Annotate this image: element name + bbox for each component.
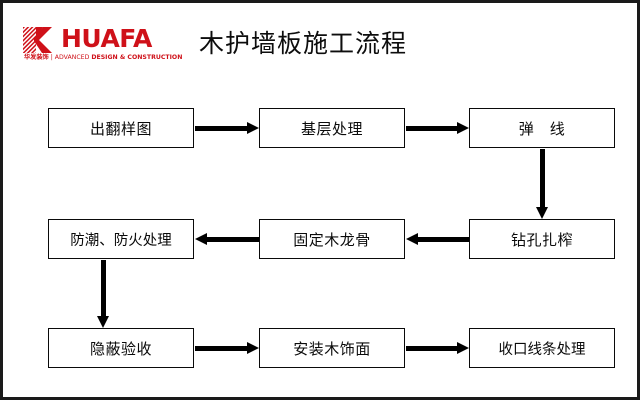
edge-shaft (206, 236, 259, 242)
logo-tagline-en-light: ADVANCED (54, 54, 92, 61)
page-title: 木护墙板施工流程 (199, 29, 408, 58)
arrowhead-right (457, 121, 469, 134)
flow-node-tanxian[interactable]: 弹 线 (469, 108, 615, 148)
flow-node-yinbi-yanshou[interactable]: 隐蔽验收 (48, 328, 194, 368)
huafa-k-logo-icon (23, 27, 53, 53)
edge-shaft (195, 345, 247, 351)
slide-inner-surface: HUAFA 华发装饰 | ADVANCED DESIGN & CONSTRUCT… (3, 3, 637, 397)
logo-tagline: 华发装饰 | ADVANCED DESIGN & CONSTRUCTION (24, 54, 196, 62)
logo-tagline-separator: | (48, 54, 55, 61)
edge-shaft (100, 260, 106, 316)
flow-node-chufanyangtu[interactable]: 出翻样图 (48, 108, 194, 148)
arrowhead-right (457, 341, 469, 354)
edge-shaft (417, 236, 469, 242)
flow-node-guding-mulonggu[interactable]: 固定木龙骨 (259, 219, 405, 259)
flow-node-jiceng-chuli[interactable]: 基层处理 (259, 108, 405, 148)
logo-wordmark: HUAFA (61, 24, 152, 53)
arrowhead-right (247, 121, 259, 134)
edge-shaft (195, 125, 247, 131)
arrowhead-down (535, 207, 548, 219)
arrowhead-left (195, 232, 207, 245)
edge-shaft (406, 125, 457, 131)
arrowhead-right (247, 341, 259, 354)
logo-tagline-cn: 华发装饰 (24, 54, 49, 61)
edge-shaft (406, 345, 457, 351)
arrowhead-down (96, 316, 109, 328)
flow-node-anzhuang-mushimian[interactable]: 安装木饰面 (259, 328, 405, 368)
flow-node-zuankong-zhazha[interactable]: 钻孔扎榨 (469, 219, 615, 259)
company-logo: HUAFA 华发装饰 | ADVANCED DESIGN & CONSTRUCT… (23, 25, 203, 67)
arrowhead-left (406, 232, 418, 245)
flow-node-fangchao-fanghuo-chuli[interactable]: 防潮、防火处理 (48, 219, 194, 259)
logo-tagline-en-bold: DESIGN & CONSTRUCTION (91, 54, 183, 61)
edge-shaft (539, 149, 545, 207)
flow-node-shoukou-xiantiao-chuli[interactable]: 收口线条处理 (469, 328, 615, 368)
